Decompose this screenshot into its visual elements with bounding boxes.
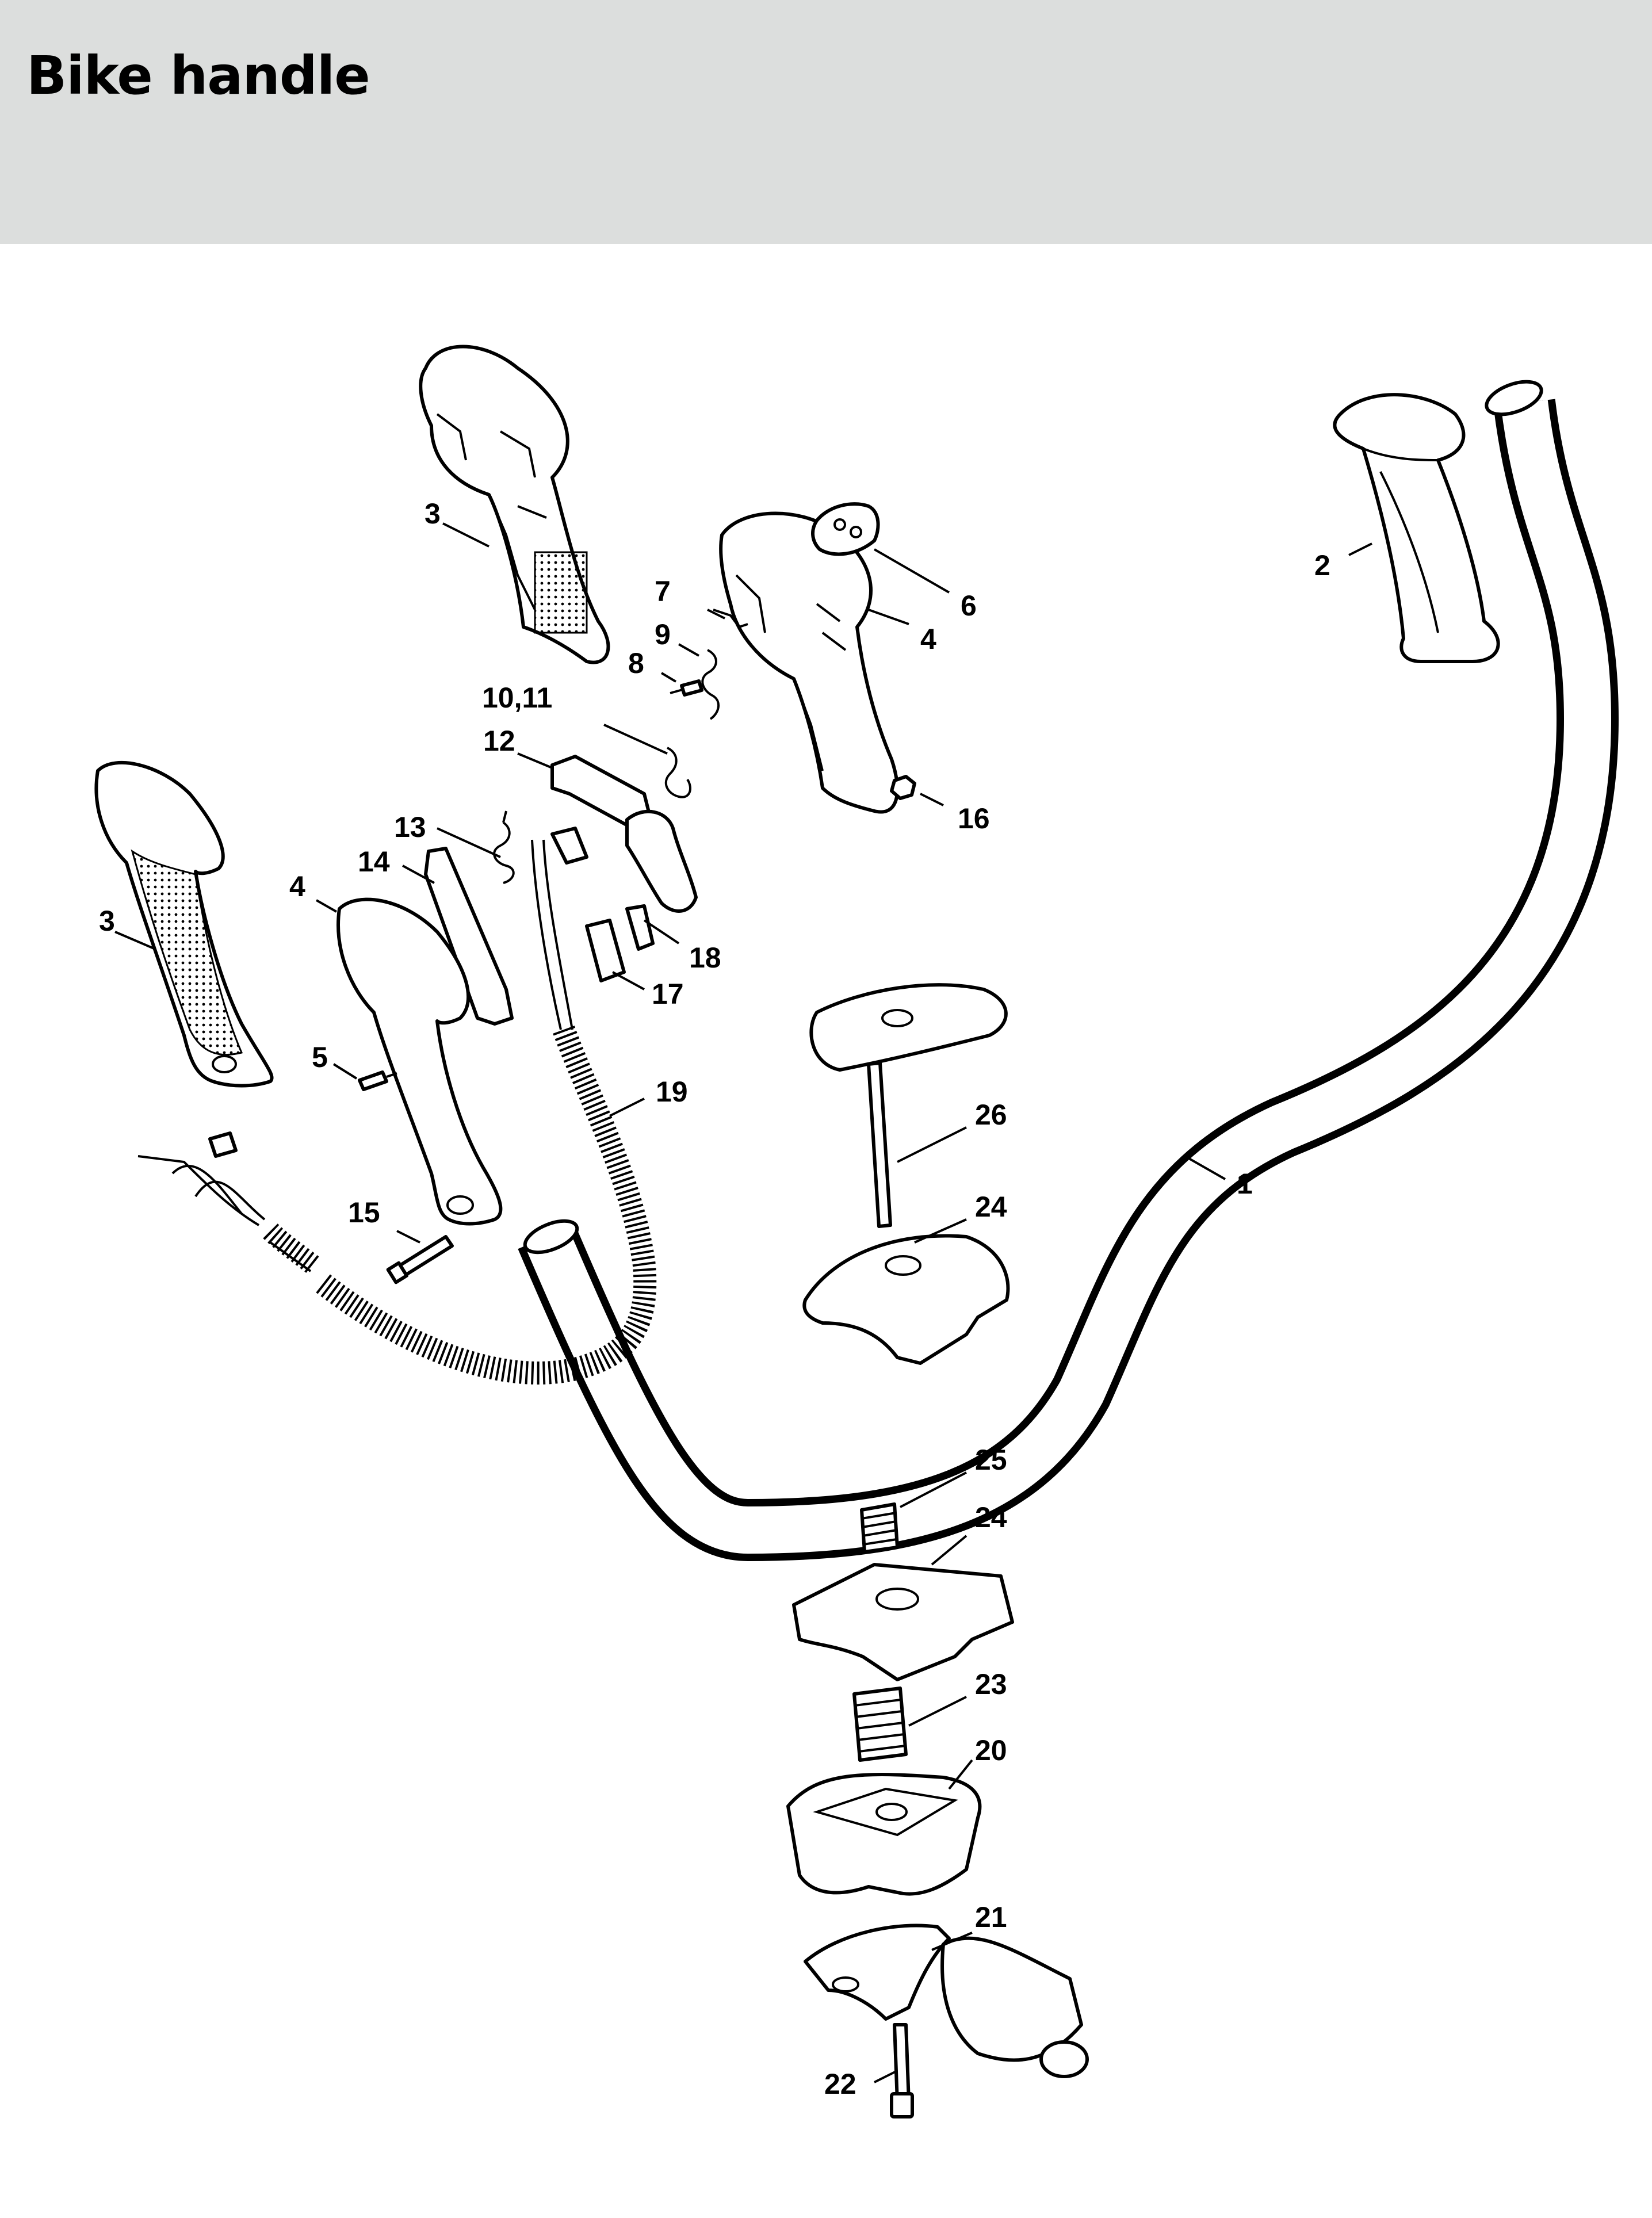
callout-17: 17: [652, 978, 684, 1010]
hex-nut: [890, 775, 916, 800]
clamp-cap-lower: [792, 1563, 1014, 1681]
small-cap: [811, 502, 880, 556]
callout-2: 2: [1314, 549, 1330, 582]
callout-7: 7: [655, 575, 671, 607]
callout-9: 9: [655, 618, 671, 651]
callout-12: 12: [483, 725, 515, 757]
callout-24-upper: 24: [975, 1191, 1007, 1223]
callout-8: 8: [628, 647, 644, 679]
throttle-cable: [137, 827, 657, 1385]
callout-labels: 1 2 3 3 4 4 5 6 7 8 9 10,11 12 13 14 15 …: [99, 498, 1330, 2100]
callout-24-lower: 24: [975, 1501, 1007, 1534]
callout-3-upper: 3: [425, 498, 441, 530]
callout-18: 18: [689, 942, 721, 974]
control-handle-half-upper: [419, 345, 610, 664]
callout-22: 22: [824, 2068, 856, 2100]
callout-26: 26: [975, 1099, 1007, 1131]
callout-13: 13: [394, 811, 426, 843]
header-bar: Bike handle: [0, 0, 1652, 244]
lock-lever: [424, 847, 514, 1026]
contact-plate: [585, 904, 655, 982]
callout-6: 6: [961, 590, 977, 622]
callout-23: 23: [975, 1668, 1007, 1700]
callout-1: 1: [1237, 1168, 1253, 1200]
callout-15: 15: [348, 1196, 380, 1229]
clamp-spring: [852, 1687, 908, 1762]
callout-21: 21: [975, 1901, 1007, 1933]
callout-3-lower: 3: [99, 905, 115, 937]
callout-16: 16: [958, 802, 990, 835]
callout-10-11: 10,11: [482, 682, 552, 714]
small-spring-clip: [701, 609, 748, 720]
leader-lines: [114, 522, 1372, 2083]
callout-4-lower: 4: [289, 870, 305, 903]
clamp-bolt: [890, 2023, 914, 2118]
clamp-spring-small: [860, 1502, 899, 1554]
callout-4-upper: 4: [920, 623, 936, 655]
page-title: Bike handle: [26, 45, 370, 106]
callout-25: 25: [975, 1444, 1007, 1476]
small-screw: [670, 679, 703, 697]
callout-20: 20: [975, 1734, 1007, 1766]
right-grip: [1333, 393, 1500, 663]
throttle-trigger: [550, 755, 698, 913]
lower-clamp: [804, 1923, 951, 2021]
clamp-housing: [786, 1773, 982, 1896]
handle-screw-long: [386, 1235, 454, 1284]
return-spring: [493, 810, 515, 884]
torsion-spring: [664, 747, 691, 798]
handlebar-tube: [518, 380, 1619, 1562]
control-handle-half-middle: [719, 511, 899, 814]
callout-19: 19: [656, 1076, 688, 1108]
handle-screw-small: [358, 1070, 397, 1091]
exploded-parts-diagram: 1 2 3 3 4 4 5 6 7 8 9 10,11 12 13 14 15 …: [94, 345, 1619, 2118]
callout-5: 5: [312, 1041, 328, 1073]
control-handle-shell-left: [94, 761, 274, 1088]
control-handle-shell-right: [336, 897, 503, 1226]
shaft-tube-section: [940, 1936, 1089, 2078]
callout-14: 14: [358, 846, 390, 878]
clamp-cap-upper: [802, 1234, 1010, 1365]
wing-screw: [809, 983, 1008, 1228]
